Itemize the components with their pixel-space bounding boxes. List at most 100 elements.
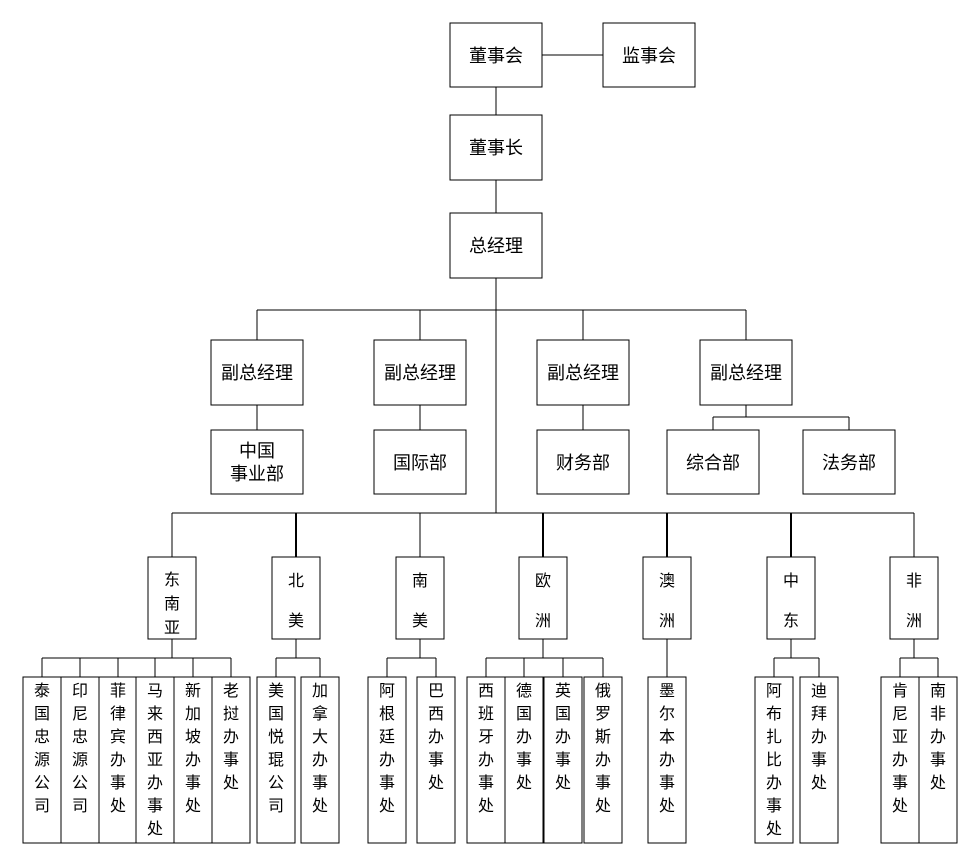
region-node: 非洲 [889, 556, 939, 640]
office-label-char: 办 [428, 727, 444, 746]
office-label-char: 西 [147, 727, 163, 746]
supervisory-board-label: 监事会 [622, 46, 676, 67]
region-label-char: 美 [288, 611, 304, 630]
office-label-char: 俄 [595, 681, 611, 700]
office-label-char: 事 [516, 750, 532, 769]
office-label-char: 大 [312, 727, 328, 746]
deputy-gm-label-3: 副总经理 [547, 363, 619, 384]
china-business-dept-label-line2: 事业部 [230, 464, 284, 485]
office-label-char: 廷 [379, 727, 395, 746]
office-label-char: 源 [72, 750, 88, 769]
office-label-char: 处 [930, 773, 946, 792]
region-label-char: 南 [164, 594, 180, 613]
region-label-char: 北 [288, 571, 304, 590]
deputy-gm-node-4: 副总经理 [699, 339, 793, 406]
office-label-char: 处 [185, 796, 201, 815]
office-label-char: 处 [766, 819, 782, 838]
office-label-char: 尼 [892, 704, 908, 723]
deputy-gm-label-4: 副总经理 [710, 363, 782, 384]
region-label-char: 洲 [535, 611, 551, 630]
office-label-char: 西 [478, 681, 494, 700]
office-label-char: 处 [428, 773, 444, 792]
office-label-char: 事 [930, 750, 946, 769]
office-label-char: 坡 [185, 727, 201, 746]
office-label-char: 迪 [811, 681, 827, 700]
international-dept-label: 国际部 [393, 453, 447, 474]
office-label-char: 处 [147, 819, 163, 838]
china-business-dept-node: 中国 事业部 [210, 429, 304, 495]
office-label-char: 处 [516, 773, 532, 792]
office-label-char: 办 [595, 750, 611, 769]
office-label-char: 忠 [34, 727, 50, 746]
general-affairs-dept-node: 综合部 [666, 429, 760, 495]
office-label-char: 处 [379, 796, 395, 815]
office-label-char: 墨 [659, 681, 675, 700]
office-label-char: 事 [428, 750, 444, 769]
region-label-char: 东 [164, 570, 180, 589]
finance-dept-label: 财务部 [556, 453, 610, 474]
office-label-char: 印 [72, 681, 88, 700]
region-label-char: 东 [783, 611, 799, 630]
board-label: 董事会 [469, 46, 523, 67]
international-dept-node: 国际部 [373, 429, 467, 495]
deputy-gm-label-2: 副总经理 [384, 363, 456, 384]
general-manager-node: 总经理 [449, 212, 543, 279]
office-label-char: 处 [110, 796, 126, 815]
office-label-char: 班 [478, 704, 494, 723]
office-label-char: 英 [555, 681, 571, 700]
legal-dept-node: 法务部 [802, 429, 896, 495]
chairman-node: 董事长 [449, 114, 543, 181]
office-label-char: 司 [72, 796, 88, 815]
deputy-gm-label-1: 副总经理 [221, 363, 293, 384]
board-node: 董事会 [449, 22, 543, 88]
office-label-char: 处 [892, 796, 908, 815]
office-label-char: 悦 [268, 727, 284, 746]
region-node: 北美 [271, 556, 321, 640]
office-label-char: 办 [555, 727, 571, 746]
office-label-char: 处 [555, 773, 571, 792]
office-label-char: 国 [555, 704, 571, 723]
office-label-char: 马 [147, 681, 163, 700]
region-node: 南美 [395, 556, 445, 640]
chairman-label: 董事长 [469, 138, 523, 159]
office-label-char: 源 [34, 750, 50, 769]
office-label-char: 事 [766, 796, 782, 815]
region-label-char: 中 [783, 571, 799, 590]
office-label-char: 事 [312, 773, 328, 792]
office-label-char: 律 [110, 704, 126, 723]
office-label-char: 事 [811, 750, 827, 769]
office-label-char: 事 [478, 773, 494, 792]
region-label-char: 洲 [906, 611, 922, 630]
deputy-gm-node-2: 副总经理 [373, 339, 467, 406]
office-label-char: 扎 [766, 727, 782, 746]
office-label-char: 处 [312, 796, 328, 815]
region-label-char: 洲 [659, 611, 675, 630]
office-label-char: 办 [766, 773, 782, 792]
region-label-char: 南 [412, 571, 428, 590]
office-label-char: 来 [147, 704, 163, 723]
office-label-char: 办 [478, 750, 494, 769]
office-label-char: 德 [516, 681, 532, 700]
office-label-char: 拜 [811, 704, 827, 723]
office-label-char: 处 [811, 773, 827, 792]
office-label-char: 事 [110, 773, 126, 792]
office-label-char: 办 [892, 750, 908, 769]
deputy-gm-node-3: 副总经理 [536, 339, 630, 406]
office-label-char: 老 [223, 681, 239, 700]
office-label-char: 事 [147, 796, 163, 815]
office-label-char: 处 [223, 773, 239, 792]
office-label-char: 司 [268, 796, 284, 815]
region-node: 澳洲 [642, 556, 692, 640]
region-node: 东南亚 [147, 556, 197, 640]
office-label-char: 处 [478, 796, 494, 815]
office-label-char: 挝 [223, 704, 239, 723]
office-label-char: 公 [72, 773, 88, 792]
